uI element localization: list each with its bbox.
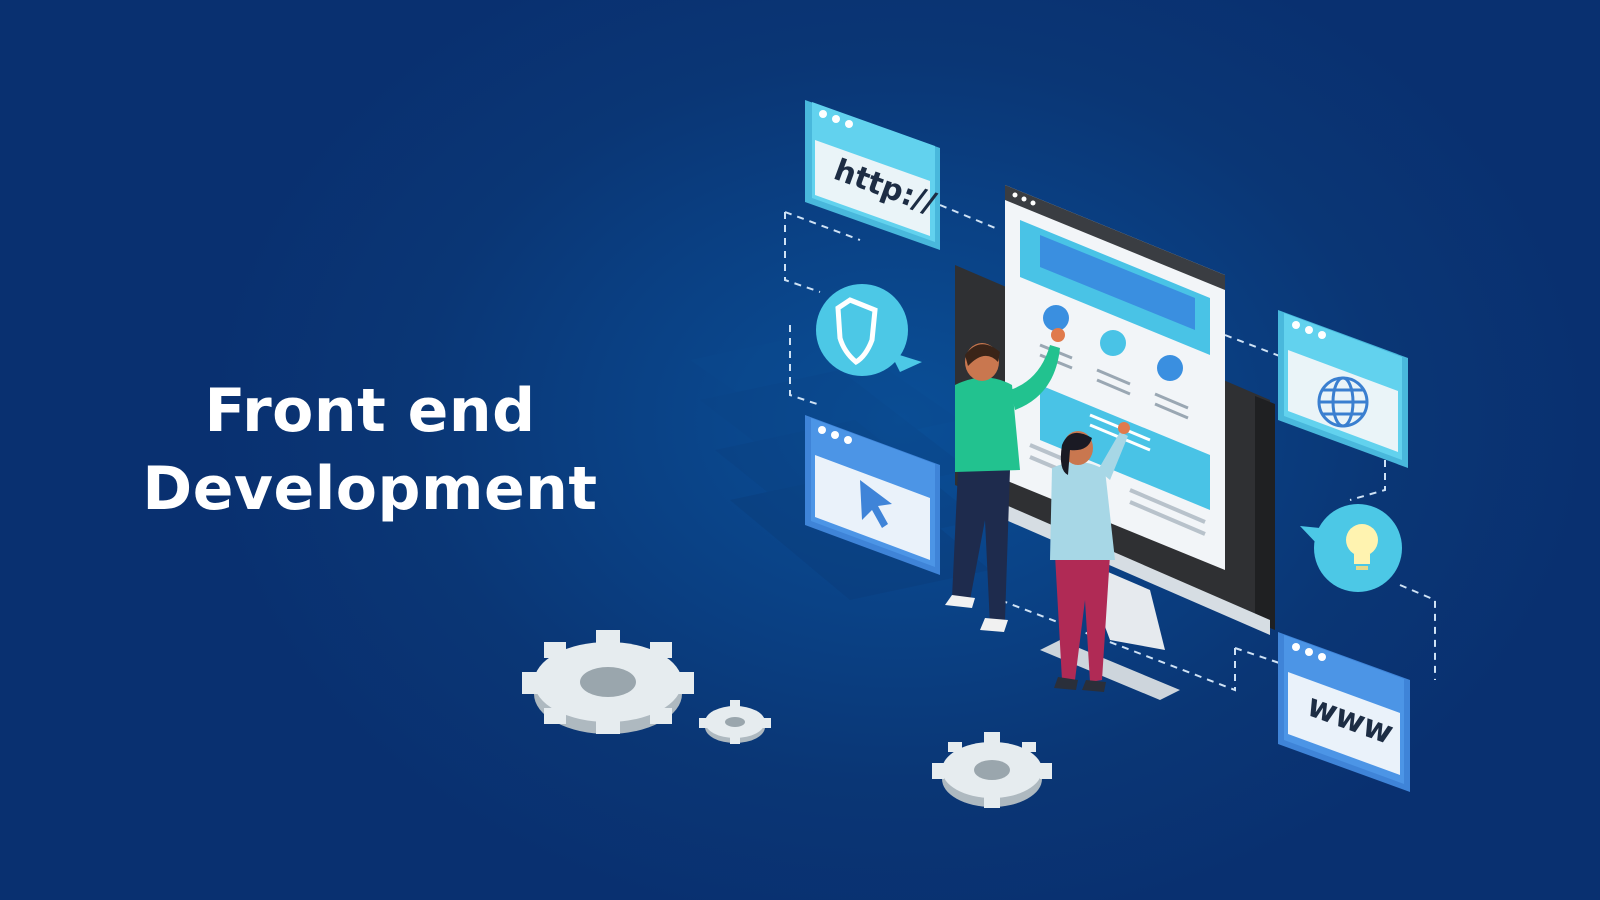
globe-panel	[1278, 310, 1408, 468]
http-panel: http://	[805, 100, 940, 250]
small-gear	[699, 700, 771, 744]
lightbulb-icon	[1346, 524, 1378, 570]
www-panel: www	[1278, 632, 1410, 792]
woman-figure	[1050, 422, 1130, 692]
shield-bubble	[816, 284, 922, 376]
headline: Front end Development	[110, 372, 630, 528]
headline-line-1: Front end	[204, 376, 536, 446]
man-figure	[945, 328, 1065, 632]
lightbulb-bubble	[1300, 504, 1402, 592]
gear-icon	[522, 630, 1052, 808]
cursor-panel	[805, 415, 940, 575]
globe-icon	[1317, 376, 1369, 428]
medium-gear	[932, 732, 1052, 808]
large-gear	[522, 630, 694, 734]
shield-icon	[835, 297, 878, 366]
cursor-icon	[860, 480, 892, 528]
headline-line-2: Development	[142, 454, 598, 524]
